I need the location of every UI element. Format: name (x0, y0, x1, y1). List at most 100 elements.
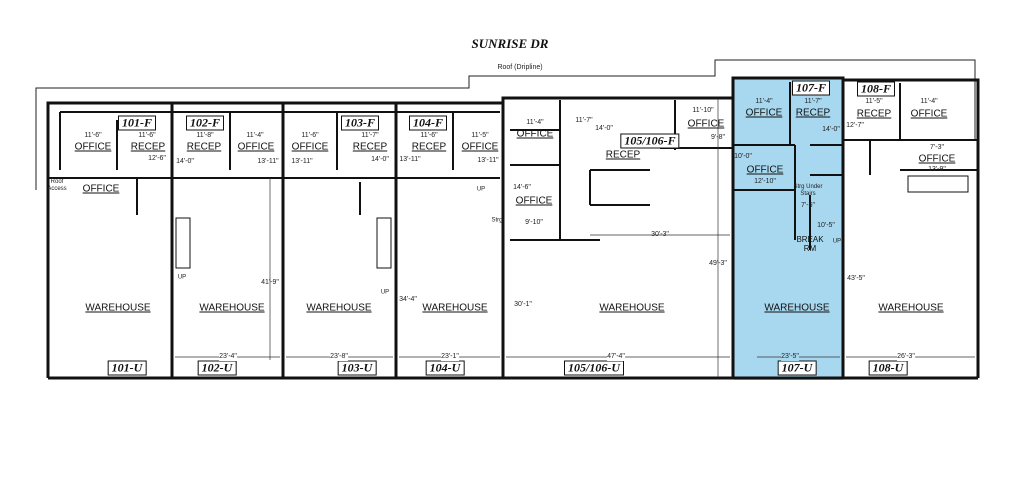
room-recep: RECEP (130, 141, 166, 153)
dimension: 43'-5" (847, 275, 865, 282)
room-recep: RECEP (795, 107, 831, 119)
dimension: 14'-6" (513, 184, 531, 191)
unit-107-highlight[interactable] (734, 78, 843, 380)
room-office: OFFICE (291, 141, 329, 153)
dimension: 11'-6" (420, 132, 438, 139)
dimension: 41'-9" (261, 279, 279, 286)
unit-108-rear-label[interactable]: 108-U (868, 360, 908, 376)
roof-label: Roof (Dripline) (497, 64, 543, 71)
dimension: 13'-11" (399, 156, 421, 163)
room-recep: RECEP (186, 141, 222, 153)
room-office: OFFICE (82, 183, 120, 195)
dimension: 11'-8" (196, 132, 214, 139)
dimension: 13'-9" (928, 166, 946, 173)
unit-103-rear-label[interactable]: 103-U (337, 360, 377, 376)
unit-107-front-label[interactable]: 107-F (792, 80, 830, 96)
dimension: 7'-6" (801, 202, 815, 209)
dimension: 11'-4" (755, 98, 773, 105)
dimension: 11'-4" (246, 132, 264, 139)
dimension: 12'-6" (148, 155, 166, 162)
room-recep: RECEP (352, 141, 388, 153)
unit-108-front-label[interactable]: 108-F (857, 81, 895, 97)
unit-104-rear-label[interactable]: 104-U (425, 360, 465, 376)
storage-under-stairs: Strg Under Stairs (793, 184, 823, 197)
room-storage: Strg (491, 217, 503, 224)
room-recep: RECEP (605, 149, 641, 161)
dimension: 11'-10" (692, 107, 714, 114)
unit-105-106-rear-label[interactable]: 105/106-U (564, 360, 624, 376)
unit-103-front-label[interactable]: 103-F (341, 115, 379, 131)
dimension: 47'-4" (607, 353, 625, 361)
room-office: OFFICE (74, 141, 112, 153)
dimension: 11'-6" (138, 132, 156, 139)
room-recep: RECEP (411, 141, 447, 153)
dimension: 14'-0" (595, 125, 613, 132)
unit-107-rear-label[interactable]: 107-U (777, 360, 817, 376)
dimension: 7'-3" (930, 144, 944, 151)
dimension: 30'-3" (651, 231, 669, 238)
unit-101-rear-label[interactable]: 101-U (107, 360, 147, 376)
warehouse-104: WAREHOUSE (422, 302, 488, 314)
warehouse-101: WAREHOUSE (85, 302, 151, 314)
stairs-up-label: UP (380, 289, 390, 296)
dimension: 23'-8" (330, 353, 348, 361)
room-office: OFFICE (910, 108, 948, 120)
dimension: 13'-11" (477, 157, 499, 164)
dimension: 9'-8" (711, 134, 725, 141)
room-office: OFFICE (687, 118, 725, 130)
warehouse-102: WAREHOUSE (199, 302, 265, 314)
dimension: 13'-11" (257, 158, 279, 165)
dimension: 12'-7" (846, 122, 864, 129)
dimension: 11'-7" (361, 132, 379, 139)
dimension: 23'-5" (781, 353, 799, 361)
dimension: 14'-0" (822, 126, 840, 133)
dimension: 11'-5" (471, 132, 489, 139)
unit-105-106-front-label[interactable]: 105/106-F (620, 133, 680, 149)
room-office: OFFICE (516, 128, 554, 140)
stairs (175, 175, 969, 269)
dimension: 11'-4" (920, 98, 938, 105)
walls (46, 76, 980, 380)
dimension: 12'-10" (754, 178, 776, 185)
room-office: OFFICE (745, 107, 783, 119)
unit-104-front-label[interactable]: 104-F (409, 115, 447, 131)
room-office: OFFICE (515, 195, 553, 207)
dimension: 11'-4" (526, 119, 544, 126)
dimension: 34'-4" (399, 296, 417, 303)
dimension: 11'-6" (84, 132, 102, 139)
warehouse-105-106: WAREHOUSE (599, 302, 665, 314)
stairs-up-label: UP (177, 274, 187, 281)
roof-access-label[interactable]: Roof Access (47, 179, 67, 192)
dimension: 9'-10" (525, 219, 543, 226)
unit-102-rear-label[interactable]: 102-U (197, 360, 237, 376)
unit-102-front-label[interactable]: 102-F (186, 115, 224, 131)
room-break-room: BREAK RM (796, 235, 824, 253)
dimension: 30'-1" (514, 301, 532, 308)
dimension: 11'-6" (301, 132, 319, 139)
stairs-up-label: UP (476, 186, 486, 193)
dimension: 23'-1" (441, 353, 459, 361)
dimension: 26'-3" (897, 353, 915, 361)
room-office: OFFICE (237, 141, 275, 153)
roof-dripline (35, 59, 976, 190)
dimension: 11'-5" (865, 98, 883, 105)
unit-101-front-label[interactable]: 101-F (118, 115, 156, 131)
dimension: 14'-0" (371, 156, 389, 163)
room-office: OFFICE (746, 164, 784, 176)
dimension: 11'-7" (804, 98, 822, 105)
street-name: SUNRISE DR (471, 36, 549, 51)
dimension: 23'-4" (219, 353, 237, 361)
room-office: OFFICE (461, 141, 499, 153)
dimension: 49'-3" (709, 260, 727, 267)
dimension: 14'-0" (176, 158, 194, 165)
warehouse-103: WAREHOUSE (306, 302, 372, 314)
room-recep: RECEP (856, 108, 892, 120)
dimension: 10'-5" (817, 222, 835, 229)
room-office: OFFICE (918, 153, 956, 165)
dimension: 10'-0" (734, 153, 752, 160)
warehouse-108: WAREHOUSE (878, 302, 944, 314)
dimension: 13'-11" (291, 158, 313, 165)
dimension: 11'-7" (575, 117, 593, 124)
